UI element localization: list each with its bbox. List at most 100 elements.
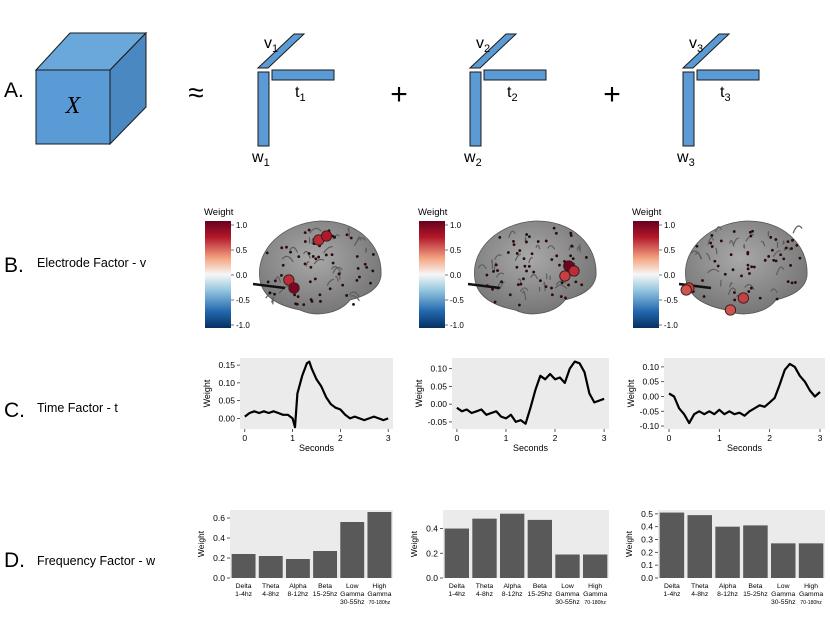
brain-sulcus (690, 250, 703, 260)
brain-sulcus (547, 245, 556, 250)
brain-sulcus (514, 253, 521, 262)
band-range-label: 15-25hz (313, 591, 338, 598)
x-tick-label: 3 (818, 433, 823, 443)
electrode-dot (719, 239, 723, 243)
v-label-letter: v (476, 35, 484, 52)
electrode-dot (307, 228, 311, 232)
y-tick-label: 0.0 (641, 573, 653, 583)
band-label: Delta (236, 583, 252, 590)
plot-panel (230, 510, 393, 578)
plus-symbol-1: + (390, 78, 408, 111)
colorbar-tick-label: 0.5 (236, 246, 248, 255)
colorbar-tick-label: -0.5 (664, 296, 678, 305)
band-label: Theta (476, 583, 494, 590)
band-range-label: 4-8hz (691, 591, 709, 598)
band-label: Gamma (583, 591, 607, 598)
brain-sulcus (499, 281, 505, 289)
electrode-dot (574, 280, 578, 284)
electrode-dot (731, 268, 735, 272)
brain-sulcus (707, 268, 720, 274)
brain-sulcus (528, 257, 533, 264)
y-tick-label: 0.15 (218, 360, 235, 370)
electrode-dot (297, 255, 301, 259)
band-label: Alpha (503, 583, 521, 590)
electrode-dot (525, 240, 528, 244)
y-axis-label: Weight (409, 530, 419, 557)
electrode-dot (309, 265, 313, 269)
band-range-label: 8-12hz (288, 591, 309, 598)
electrode-dot (789, 264, 792, 267)
electrode-dot (265, 251, 269, 255)
frequency-bar (444, 528, 470, 578)
v-label-letter: v (264, 35, 272, 52)
y-tick-label: 0.00 (218, 413, 235, 423)
weighted-electrode (283, 274, 295, 286)
x-axis-label: Seconds (513, 443, 549, 453)
electrode-dot (522, 277, 525, 281)
y-tick-label: 0.4 (426, 524, 438, 534)
w-label-letter: w (463, 149, 476, 166)
band-label: Beta (533, 583, 547, 590)
frequency-bar (743, 525, 768, 578)
y-tick-label: 0.6 (213, 513, 225, 523)
tensor-cube: X (34, 31, 148, 146)
electrode-dot (791, 238, 794, 242)
electrode-dot (550, 293, 554, 297)
brain-sulcus (715, 226, 722, 233)
electrode-dot (746, 252, 750, 256)
electrode-dot (500, 280, 504, 284)
x-tick-label: 1 (717, 433, 722, 443)
electrode-dot (564, 296, 567, 300)
electrode-dot (508, 293, 512, 297)
colorbar-tick-label: -1.0 (664, 321, 678, 330)
electrode-dot (491, 287, 494, 291)
y-tick-label: -0.10 (640, 421, 660, 431)
electrode-dot (341, 283, 345, 287)
electrode-dot (710, 245, 714, 248)
frequency-chart-2: Delta1-4hzTheta4-8hzAlpha8-12hzBeta15-25… (409, 510, 609, 606)
electrode-dot (569, 254, 572, 258)
electrode-dot (352, 302, 355, 306)
v-label: v1 (264, 35, 278, 55)
electrode-dot (555, 254, 559, 258)
electrode-dot (749, 286, 753, 290)
electrode-dot (767, 254, 771, 258)
electrode-dot (528, 235, 531, 239)
electrode-dot (729, 253, 733, 257)
t-label-letter: t (720, 84, 725, 101)
colorbar-tick-label: -0.5 (450, 296, 464, 305)
x-tick-label: 2 (553, 433, 558, 443)
electrode-dot (303, 262, 307, 266)
electrode-dot (516, 283, 520, 287)
electrode-dot (307, 252, 311, 255)
frequency-bar (715, 526, 740, 578)
electrode-dot (786, 280, 790, 284)
approx-symbol: ≈ (188, 77, 203, 108)
brain-sulcus (705, 253, 711, 260)
y-axis-label: Weight (626, 379, 636, 407)
band-range-label: 1-4hz (448, 591, 466, 598)
brain-sulcus (323, 246, 333, 254)
band-range-label: 30-55hz (555, 599, 580, 606)
electrode-dot (772, 258, 776, 262)
electrode-dot (775, 297, 779, 301)
plot-panel (240, 358, 393, 429)
electrode-dot (345, 233, 349, 237)
x-axis-label: Seconds (299, 443, 335, 453)
electrode-dot (782, 257, 786, 261)
colorbar-tick-label: 1.0 (450, 221, 462, 230)
band-label: Theta (262, 583, 280, 590)
band-label: Low (561, 583, 574, 590)
w-label-index: 1 (264, 157, 270, 169)
brain-sulcus (478, 264, 487, 270)
electrode-dot (296, 295, 300, 299)
brain-sulcus (715, 247, 718, 255)
band-label: Gamma (555, 591, 579, 598)
electrode-dot (716, 264, 720, 268)
electrode-dot (498, 236, 502, 239)
row-label-a: A. (4, 79, 24, 102)
v-vector-bar (256, 33, 306, 69)
brain-sulcus (508, 230, 516, 238)
